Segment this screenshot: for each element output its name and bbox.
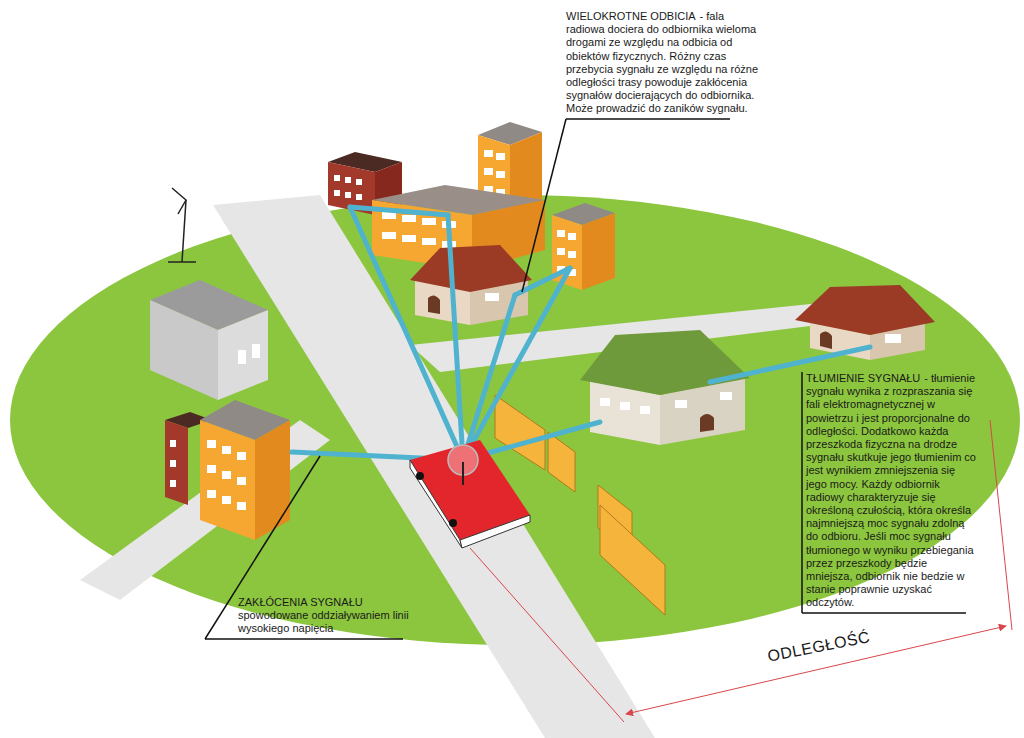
dimension-label: ODLEGŁOŚĆ xyxy=(766,628,871,665)
building xyxy=(200,400,290,540)
road xyxy=(213,195,655,738)
building xyxy=(552,203,615,290)
callout-heading: ZAKŁÓCENIA SYGNAŁU xyxy=(238,596,414,609)
vehicle xyxy=(410,440,530,548)
callout-body: - fala radiowa dociera do odbiornika wie… xyxy=(566,10,758,114)
house xyxy=(580,330,750,445)
callout-body: spowodowane oddziaływaniem linii wysokie… xyxy=(238,609,414,635)
dimension-label: ODLEGŁOŚĆ xyxy=(766,628,872,666)
road xyxy=(80,420,330,600)
signal-path xyxy=(292,207,870,460)
building xyxy=(150,280,268,400)
house xyxy=(410,245,532,325)
power-line xyxy=(168,188,196,262)
callout-heading: WIELOKROTNE ODBICIA xyxy=(566,10,696,22)
callout-text: WIELOKROTNE ODBICIA- fala radiowa docier… xyxy=(566,10,762,116)
callout-text: ZAKŁÓCENIA SYGNAŁUspowodowane oddziaływa… xyxy=(238,596,414,636)
callout-body: - tłumienie sygnału wynika z rozpraszani… xyxy=(806,372,976,608)
callout-heading: TŁUMIENIE SYGNAŁU xyxy=(806,372,920,384)
callout-text: TŁUMIENIE SYGNAŁU- tłumienie sygnału wyn… xyxy=(806,372,976,610)
